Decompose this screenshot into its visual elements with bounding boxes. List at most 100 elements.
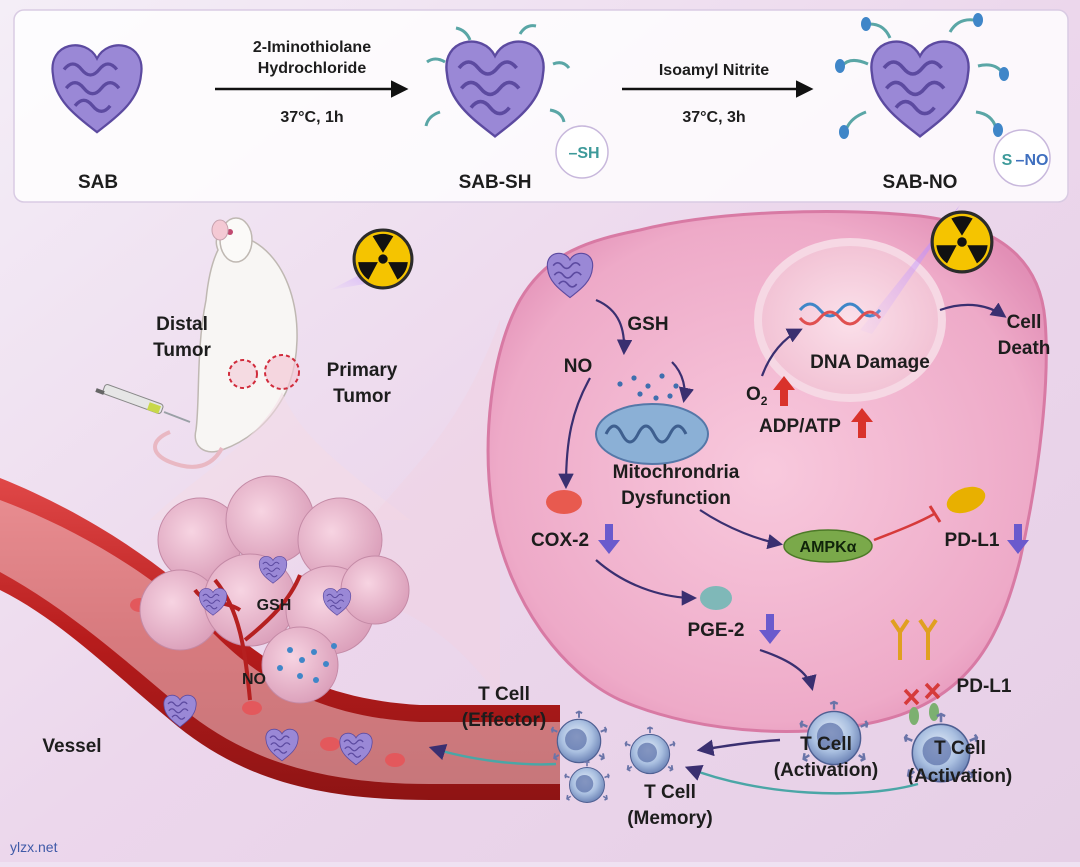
- arrow-mito-to-ampk: [699, 509, 784, 550]
- step1-reagent-line1: 2-Iminothiolane: [253, 39, 371, 56]
- pdl1-protein: [946, 486, 986, 514]
- nucleus: [754, 238, 946, 402]
- pdl1-outer-label: PD-L1: [957, 676, 1012, 697]
- tcell-memory-line2: (Memory): [627, 808, 713, 829]
- sab-no-label: SAB-NO: [883, 172, 958, 193]
- pge2-label: PGE-2: [687, 620, 744, 641]
- o2-label-sub: 2: [761, 394, 768, 408]
- tcell-memory-line1: T Cell: [644, 782, 696, 803]
- tumor-no-label: NO: [242, 671, 266, 688]
- cell-gsh-label: GSH: [627, 314, 668, 335]
- distal-tumor-label-line1: Distal: [156, 314, 208, 335]
- sab-label: SAB: [78, 172, 118, 193]
- arrow-to-cell-death: [939, 302, 1007, 318]
- synthesis-panel-frame: [13, 9, 1069, 203]
- sh-chains: [424, 24, 571, 127]
- step2-reagent: Isoamyl Nitrite: [659, 62, 769, 79]
- sh-group-label: –SH: [568, 145, 599, 162]
- vessel-label: Vessel: [42, 736, 101, 757]
- blood-vessel: [0, 478, 560, 800]
- ampk-label: AMPKα: [800, 539, 857, 556]
- sab-sh-label: SAB-SH: [459, 172, 532, 193]
- vessel-wall: [0, 478, 560, 800]
- tumor-gsh-label: GSH: [257, 597, 292, 614]
- vessel-lumen: [0, 500, 560, 784]
- sno-s-label: S: [1002, 152, 1013, 169]
- sno-no-label: –NO: [1016, 152, 1049, 169]
- o2-label-main: O: [746, 384, 761, 405]
- dna-damage-label: DNA Damage: [810, 352, 930, 373]
- arrow-to-mitochondria: [671, 361, 694, 404]
- pdl1-cell-label: PD-L1: [945, 530, 1000, 551]
- distal-tumor-marker: [228, 359, 258, 389]
- no-dots-tumor: [277, 643, 337, 683]
- mito-label-line1: Mitochrondria: [613, 462, 740, 483]
- pge2-molecule: [700, 586, 732, 610]
- sab-no-molecule: S –NO: [835, 13, 1051, 187]
- mouse-eye: [227, 229, 233, 235]
- radiation-icon-mouse: [352, 228, 414, 290]
- step1-condition: 37°C, 1h: [280, 109, 343, 126]
- inhibition-ampk-pdl1: [873, 505, 942, 542]
- mito-label-line2: Dysfunction: [621, 488, 731, 509]
- no-tips: [835, 13, 1009, 139]
- down-arrow-cox2: [598, 524, 620, 554]
- tcell-activation1-line1: T Cell: [800, 734, 852, 755]
- arrow-activation2-to-memory: [684, 765, 919, 795]
- arrow-effector-to-vessel: [428, 744, 557, 766]
- cell-no-label: NO: [564, 356, 593, 377]
- radiation-icon-cell: [930, 210, 994, 274]
- up-arrow-adp-atp: [851, 408, 873, 438]
- o2-label: O2: [746, 384, 768, 408]
- block-mark: [924, 682, 941, 700]
- tcell-activation2-line1: T Cell: [934, 738, 986, 759]
- cell-death-label-line2: Death: [998, 338, 1051, 359]
- step2-condition: 37°C, 3h: [682, 109, 745, 126]
- syringe-icon: [95, 384, 191, 423]
- zoom-cone-tumor: [150, 392, 410, 520]
- synthesis-panel: SAB 2-Iminothiolane Hydrochloride 37°C, …: [13, 9, 1069, 203]
- arrow-o2-to-dna: [760, 328, 803, 377]
- cox2-label: COX-2: [531, 530, 589, 551]
- watermark: ylzx.net: [10, 839, 58, 855]
- tcell-activation1-line2: (Activation): [774, 760, 879, 781]
- mitochondria-cristae: [604, 424, 688, 444]
- primary-tumor-label-line1: Primary: [327, 360, 398, 381]
- mouse-tail: [153, 430, 224, 469]
- tcell-activation2-line2: (Activation): [908, 766, 1013, 787]
- down-arrow-pdl1: [1007, 524, 1029, 554]
- tcell-effector-line2: (Effector): [462, 710, 546, 731]
- primary-tumor-label-line2: Tumor: [333, 386, 391, 407]
- down-arrow-pge2: [759, 614, 781, 644]
- arrow-sab-to-gsh: [595, 298, 633, 356]
- mouse-ear: [211, 219, 229, 241]
- red-blood-cell: [242, 701, 262, 715]
- up-arrow-o2: [773, 376, 795, 406]
- ampk-protein: [783, 529, 873, 563]
- arrow-pge2-to-tcell: [759, 648, 817, 691]
- sab-sh-molecule: –SH: [424, 24, 609, 179]
- no-dots-cell: [617, 373, 679, 401]
- dna-strand: [798, 302, 882, 318]
- red-blood-cell: [320, 737, 340, 751]
- mouse-illustration: [95, 217, 414, 469]
- pathway-arrows: [558, 298, 1007, 691]
- adp-atp-label: ADP/ATP: [759, 416, 841, 437]
- cox2-protein: [546, 490, 582, 514]
- tcell-flow-arrows: [428, 738, 919, 795]
- arrow-activation-to-effector: [696, 738, 781, 757]
- red-blood-cell: [385, 753, 405, 767]
- tumor-mass: [139, 475, 410, 704]
- tcell-effector-line1: T Cell: [478, 684, 530, 705]
- primary-tumor-marker: [264, 354, 300, 390]
- cell-death-label-line1: Cell: [1007, 312, 1042, 333]
- pdl1-pd1-interaction: [890, 618, 941, 725]
- distal-tumor-label-line2: Tumor: [153, 340, 211, 361]
- arrow-cox2-to-pge2: [595, 559, 698, 606]
- mitochondria: [595, 403, 709, 465]
- dna-strand: [798, 310, 882, 326]
- arrow-no-to-cox2: [558, 377, 591, 490]
- step1-reagent-line2: Hydrochloride: [258, 60, 367, 77]
